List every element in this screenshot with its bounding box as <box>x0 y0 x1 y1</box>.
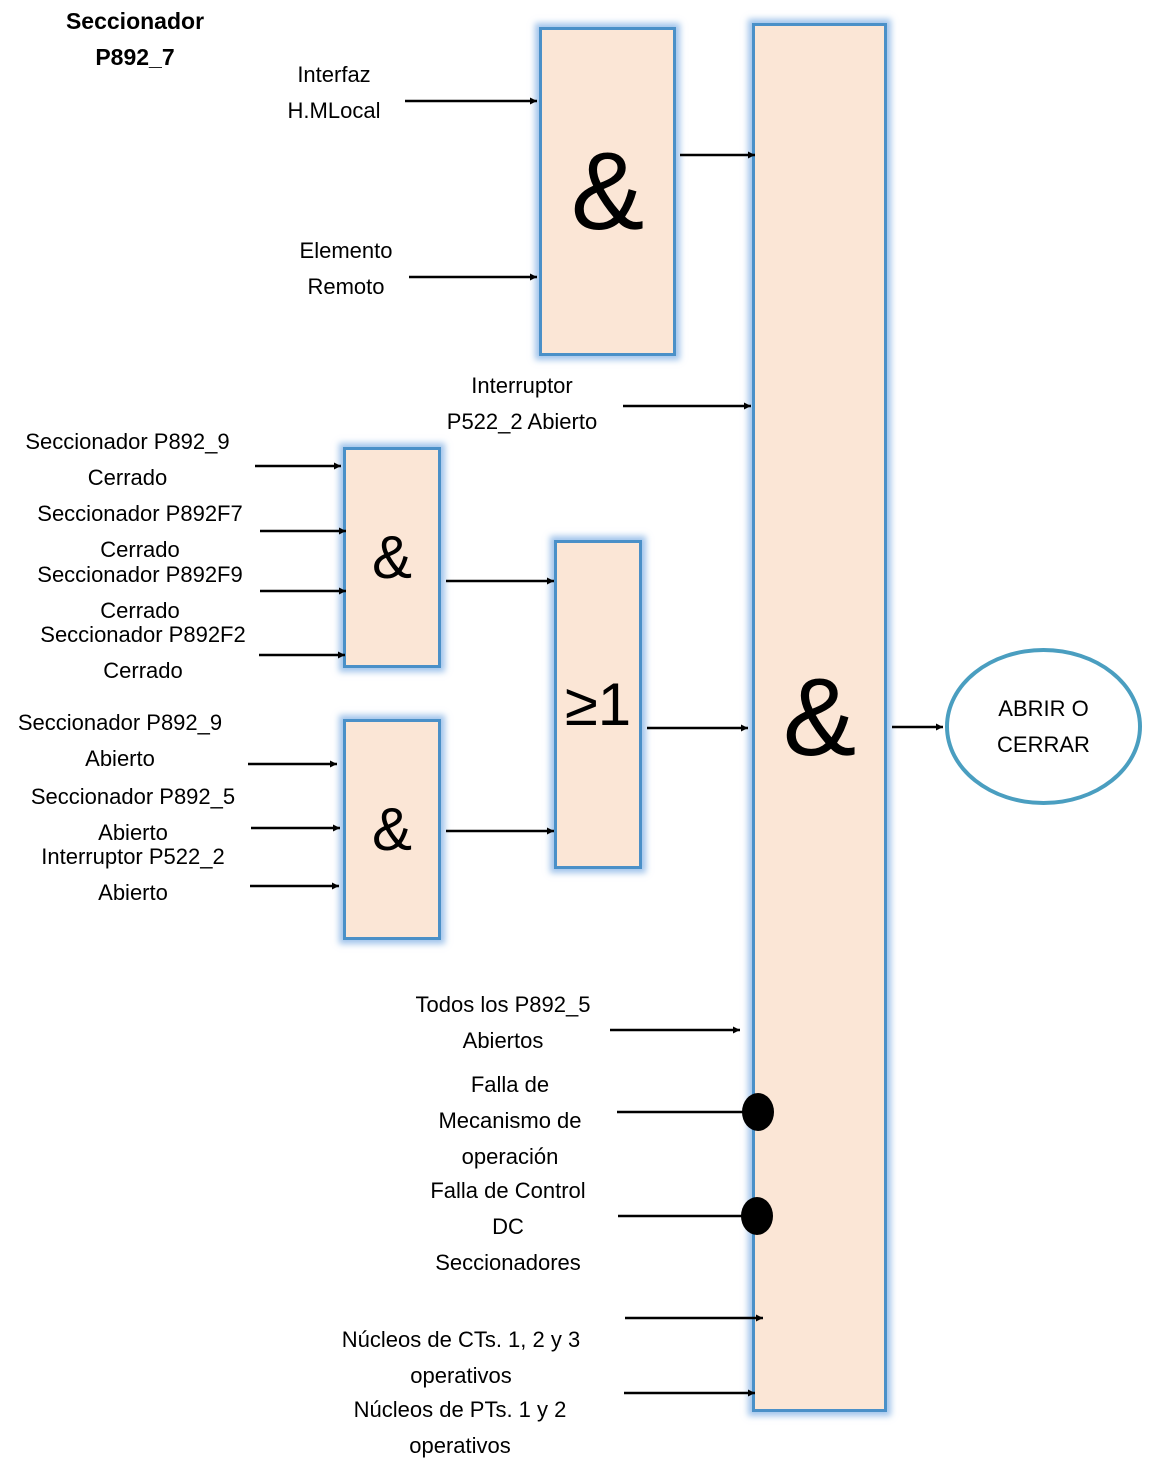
label-cerr-p892-9: Seccionador P892_9 Cerrado <box>0 424 255 496</box>
label-nucleos-pt: Núcleos de PTs. 1 y 2 operativos <box>310 1392 610 1464</box>
and-gate-closed: & <box>343 447 441 668</box>
label-cerr-p892f9-l2: Cerrado <box>100 598 180 623</box>
label-elemento-l1: Elemento <box>299 238 393 263</box>
label-falla-dc-l2: DC <box>492 1214 524 1239</box>
or-gate: ≥1 <box>554 540 642 869</box>
label-ab-p522-2-l2: Abierto <box>98 880 168 905</box>
and-gate-main: & <box>752 23 887 1412</box>
label-falla-mec-l3: operación <box>461 1144 559 1169</box>
label-ab-p892-5: Seccionador P892_5 Abierto <box>8 779 258 851</box>
output-label-l1: ABRIR O <box>998 695 1089 721</box>
label-cerr-p892f2-l1: Seccionador P892F2 <box>40 622 246 647</box>
label-interfaz-l1: Interfaz <box>297 62 371 87</box>
label-interruptor-top-l2: P522_2 Abierto <box>446 409 598 434</box>
label-ab-p892-5-l2: Abierto <box>98 820 168 845</box>
diagram-title: Seccionador P892_7 <box>45 3 225 75</box>
label-interfaz-l2: H.MLocal <box>287 98 381 123</box>
output-label: ABRIR O CERRAR <box>997 691 1090 763</box>
label-cerr-p892-9-l1: Seccionador P892_9 <box>25 429 230 454</box>
label-cerr-p892f9: Seccionador P892F9 Cerrado <box>14 557 266 629</box>
and-gate-main-symbol: & <box>782 655 857 779</box>
title-line-1: Seccionador <box>65 8 205 34</box>
label-elemento: Elemento Remoto <box>256 233 436 305</box>
or-gate-symbol: ≥1 <box>564 670 632 738</box>
label-nucleos-pt-l1: Núcleos de PTs. 1 y 2 <box>353 1397 567 1422</box>
and-gate-closed-symbol: & <box>371 523 413 591</box>
and-gate-open: & <box>343 719 441 940</box>
output-label-l2: CERRAR <box>997 731 1090 757</box>
label-elemento-l2: Remoto <box>307 274 385 299</box>
label-todos-l2: Abiertos <box>462 1028 544 1053</box>
label-interruptor-top-l1: Interruptor <box>471 373 573 398</box>
label-todos-l1: Todos los P892_5 <box>415 992 591 1017</box>
label-cerr-p892f7-l2: Cerrado <box>100 537 180 562</box>
and-gate-remote-symbol: & <box>570 129 645 253</box>
label-cerr-p892f7: Seccionador P892F7 Cerrado <box>14 496 266 568</box>
and-gate-open-symbol: & <box>371 795 413 863</box>
label-ab-p522-2-l1: Interruptor P522_2 <box>41 844 225 869</box>
label-falla-mec-l2: Mecanismo de <box>438 1108 582 1133</box>
label-falla-dc-l1: Falla de Control <box>430 1178 586 1203</box>
label-todos: Todos los P892_5 Abiertos <box>378 987 628 1059</box>
and-gate-remote: & <box>539 27 676 356</box>
label-cerr-p892-9-l2: Cerrado <box>87 465 168 490</box>
label-nucleos-ct: Núcleos de CTs. 1, 2 y 3 operativos <box>296 1322 626 1394</box>
negation-dot-falla-dc <box>741 1197 773 1235</box>
title-line-2: P892_7 <box>95 44 175 70</box>
label-interruptor-top: Interruptor P522_2 Abierto <box>402 368 642 440</box>
label-falla-mec: Falla de Mecanismo de operación <box>400 1067 620 1175</box>
label-interfaz: Interfaz H.MLocal <box>244 57 424 129</box>
label-nucleos-ct-l2: operativos <box>410 1363 512 1388</box>
label-nucleos-ct-l1: Núcleos de CTs. 1, 2 y 3 <box>341 1327 581 1352</box>
label-cerr-p892f2-l2: Cerrado <box>103 658 183 683</box>
label-nucleos-pt-l2: operativos <box>409 1433 511 1458</box>
label-ab-p522-2: Interruptor P522_2 Abierto <box>16 839 250 911</box>
label-cerr-p892f7-l1: Seccionador P892F7 <box>37 501 243 526</box>
label-ab-p892-9-l1: Seccionador P892_9 <box>17 710 223 735</box>
output-ellipse: ABRIR O CERRAR <box>945 648 1142 805</box>
label-ab-p892-9-l2: Abierto <box>85 746 155 771</box>
label-cerr-p892f2: Seccionador P892F2 Cerrado <box>17 617 269 689</box>
label-ab-p892-9: Seccionador P892_9 Abierto <box>0 705 240 777</box>
label-falla-dc-l3: Seccionadores <box>435 1250 581 1275</box>
label-cerr-p892f9-l1: Seccionador P892F9 <box>37 562 243 587</box>
label-falla-dc: Falla de Control DC Seccionadores <box>398 1173 618 1281</box>
label-falla-mec-l1: Falla de <box>470 1072 550 1097</box>
negation-dot-falla-mec <box>742 1093 774 1131</box>
label-ab-p892-5-l1: Seccionador P892_5 <box>30 784 236 809</box>
